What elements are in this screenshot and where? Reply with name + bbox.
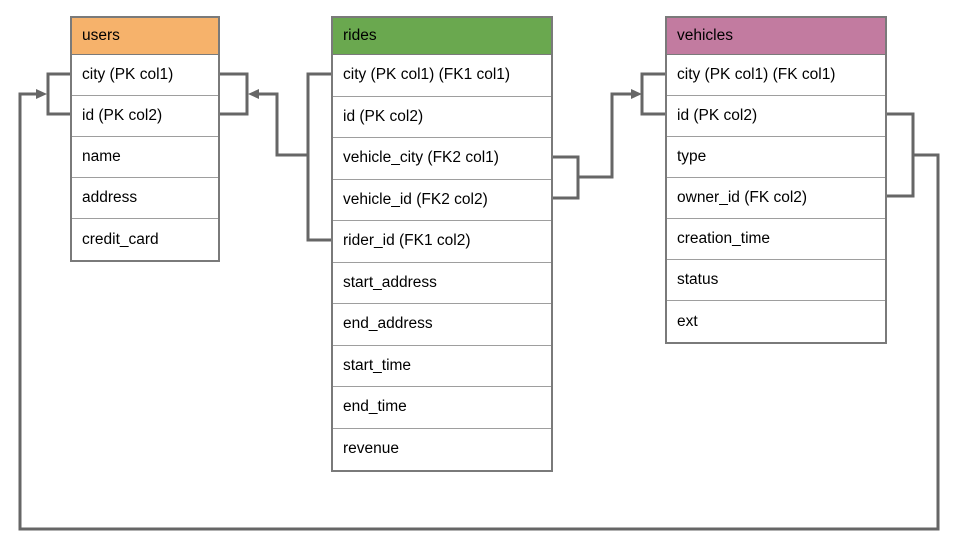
fk2-connector-line [578,92,631,179]
table-row: ext [667,301,885,342]
table-header-users: users [72,18,218,55]
fk-arrowhead-icon [36,89,47,99]
table-row: name [72,137,218,178]
fk-users-bracket [46,72,70,116]
table-row: owner_id (FK col2) [667,178,885,219]
fk1-rides-bracket [306,72,331,242]
table-row: address [72,178,218,219]
table-row: city (PK col1) (FK col1) [667,55,885,96]
table-row: vehicle_city (FK2 col1) [333,138,551,180]
table-header-vehicles: vehicles [667,18,885,55]
table-row: revenue [333,428,551,470]
table-row: type [667,137,885,178]
fk1-arrowhead-icon [248,89,259,99]
table-row: city (PK col1) (FK1 col1) [333,55,551,97]
fk-vehicles-bracket [887,112,915,198]
table-row: id (PK col2) [667,96,885,137]
table-row: status [667,260,885,301]
fk2-vehicles-bracket [640,72,665,116]
table-users: users city (PK col1) id (PK col2) name a… [70,16,220,262]
table-row: vehicle_id (FK2 col2) [333,179,551,221]
table-row: end_time [333,387,551,429]
table-row: rider_id (FK1 col2) [333,221,551,263]
table-header-rides: rides [333,18,551,55]
table-row: start_address [333,262,551,304]
fk2-arrowhead-icon [631,89,642,99]
table-row: creation_time [667,219,885,260]
table-row: end_address [333,304,551,346]
fk2-rides-bracket [553,155,580,200]
table-rides: rides city (PK col1) (FK1 col1) id (PK c… [331,16,553,472]
fk1-users-bracket [220,72,249,116]
table-row: city (PK col1) [72,55,218,96]
table-vehicles: vehicles city (PK col1) (FK col1) id (PK… [665,16,887,344]
fk1-connector-line [259,92,308,157]
table-row: id (PK col2) [333,96,551,138]
fk-connector-line [18,92,940,531]
table-row: credit_card [72,219,218,260]
table-row: id (PK col2) [72,96,218,137]
table-row: start_time [333,345,551,387]
